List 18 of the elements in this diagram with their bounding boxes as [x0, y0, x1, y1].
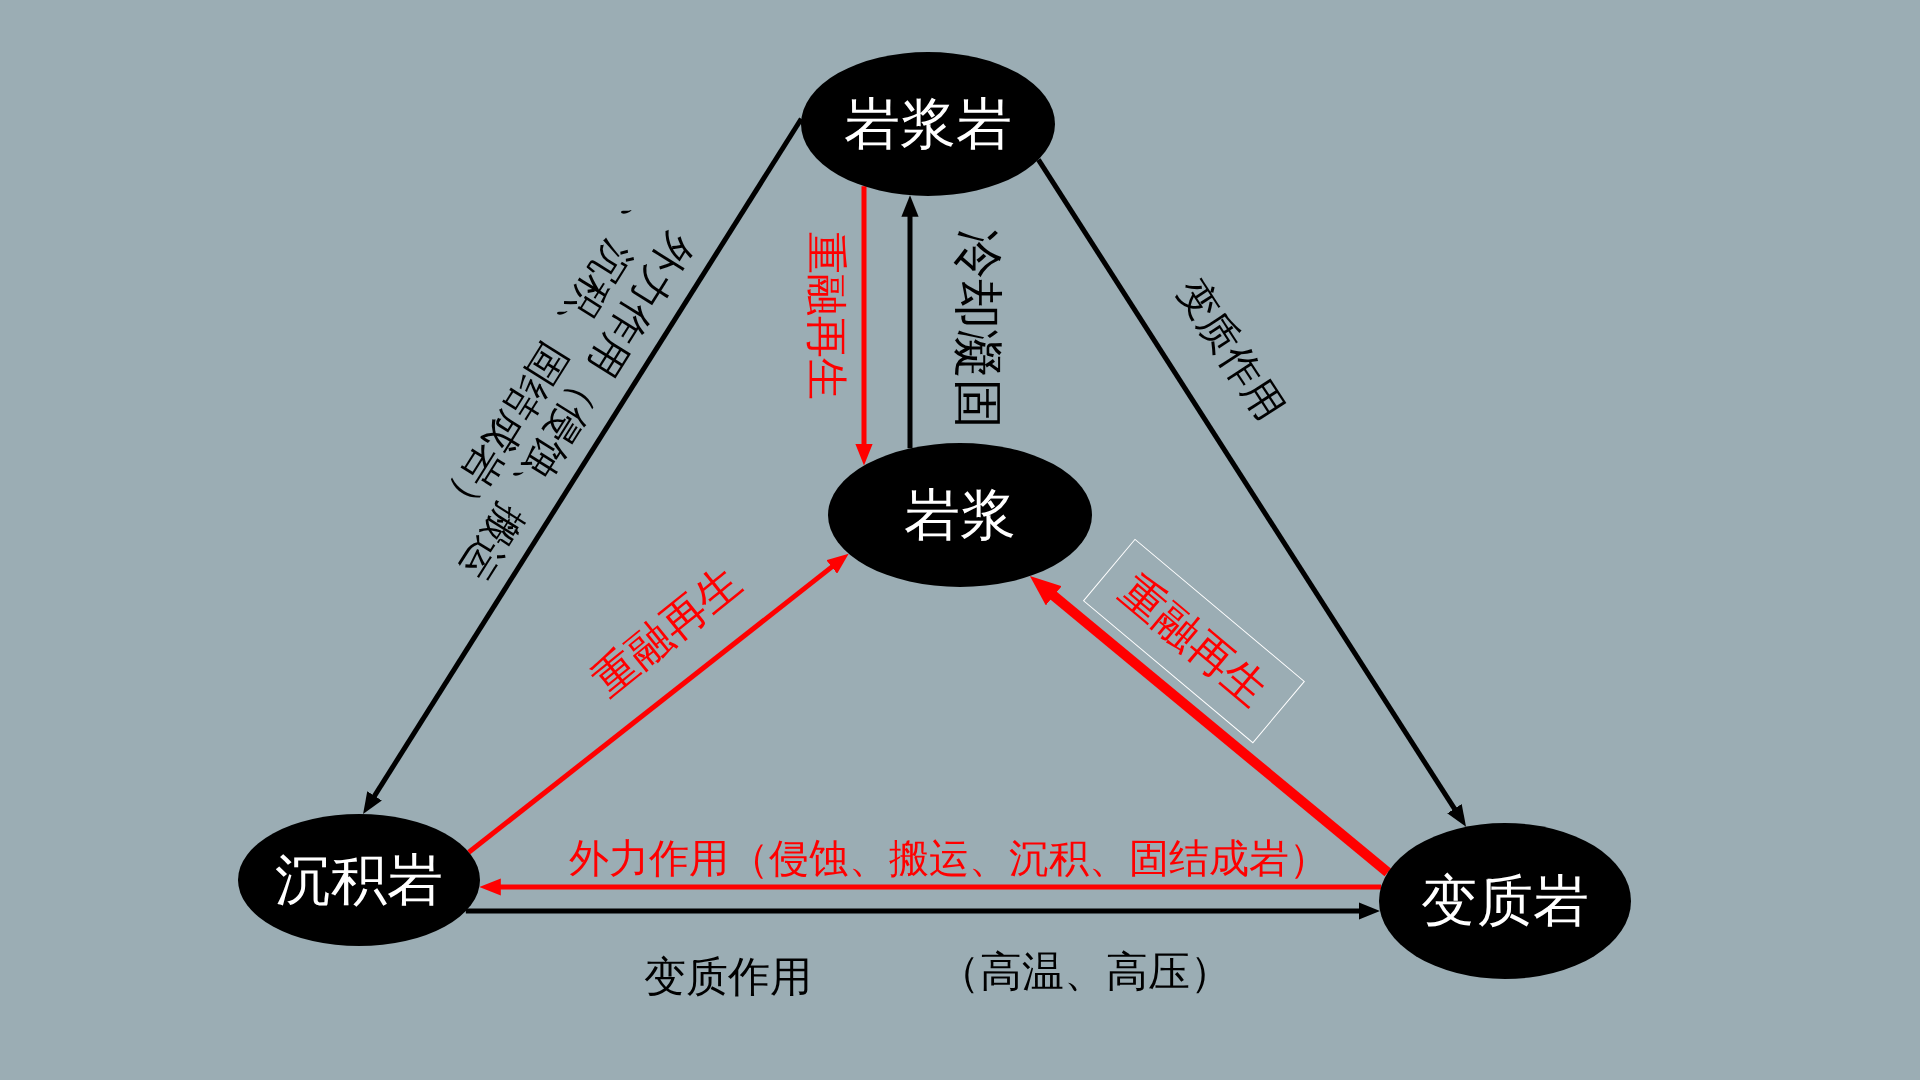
arrow: [479, 878, 1382, 896]
node-label: 岩浆岩: [844, 96, 1012, 152]
arrow: [901, 195, 919, 449]
edge-label: 冷却凝固: [948, 229, 1008, 429]
arrow: [467, 553, 849, 855]
arrow: [1029, 576, 1391, 877]
edge-label: 外力作用（侵蚀、搬运、沉积、固结成岩）: [569, 834, 1329, 882]
node-label: 岩浆: [904, 487, 1016, 543]
condition-note: （高温、高压）: [938, 951, 1232, 993]
edge-label: 重融再生: [582, 555, 752, 707]
node-label: 变质岩: [1421, 873, 1589, 929]
edge-label: 重融再生: [801, 232, 852, 400]
arrow: [1036, 158, 1467, 827]
node-label: 沉积岩: [275, 852, 443, 908]
arrow: [855, 186, 873, 466]
edge-label: 变质作用: [644, 951, 812, 1003]
arrow: [465, 902, 1381, 920]
edge-label: 变质作用: [1167, 268, 1295, 430]
